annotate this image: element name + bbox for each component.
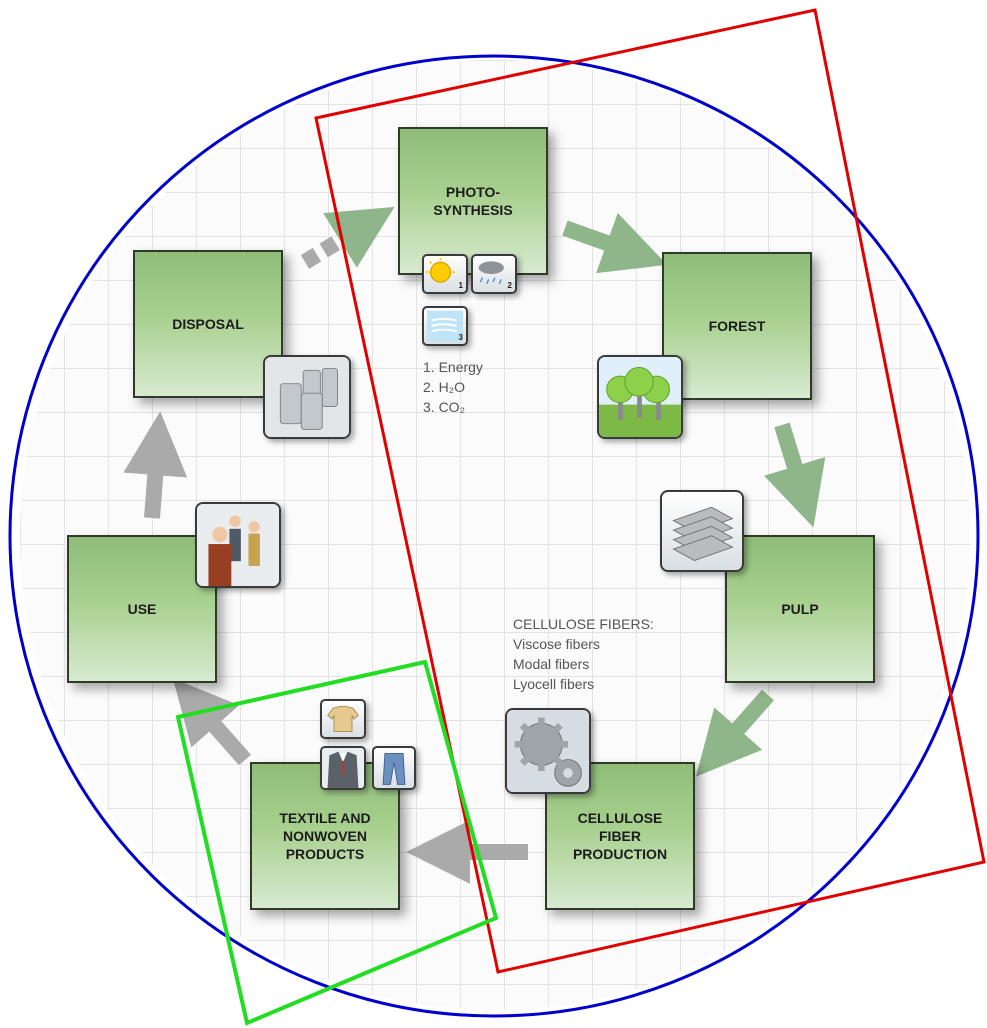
fiber-item-modal: Modal fibers — [513, 656, 590, 672]
input-badge-2: 2 — [507, 281, 512, 290]
jeans-icon — [372, 746, 416, 790]
arrow-forest-to-pulp — [764, 422, 826, 528]
bins-icon — [263, 355, 351, 439]
use-label: USE — [127, 601, 157, 617]
textile-and-nonwoven-products-label: TEXTILE AND NONWOVEN PRODUCTS — [279, 810, 371, 862]
disposal-label: DISPOSAL — [172, 316, 244, 332]
forest-box: FOREST — [662, 252, 812, 400]
arrow-use-to-disposal — [123, 411, 188, 519]
arrow-disposal-to-photosynthesis — [300, 206, 395, 269]
disposal-box: DISPOSAL — [133, 250, 283, 398]
pulp-label: PULP — [781, 601, 819, 617]
pulp-box: PULP — [725, 535, 875, 683]
inputs-list: 1. Energy 2. H₂O 3. CO₂ — [423, 357, 483, 417]
input-item-h2o: 2. H₂O — [423, 379, 465, 395]
air-icon: 3 — [422, 306, 468, 346]
people-icon — [195, 502, 281, 588]
cellulose-fiber-production-label: CELLULOSE FIBER PRODUCTION — [572, 810, 668, 862]
arrow-photosynthesis-to-forest — [562, 212, 668, 274]
cellulose-fibers-title: CELLULOSE FIBERS: — [513, 616, 654, 632]
fiber-item-lyocell: Lyocell fibers — [513, 676, 595, 692]
photosynthesis-label: PHOTO- SYNTHESIS — [433, 184, 513, 218]
pulp-sheets-icon — [660, 490, 744, 572]
cellulose-fibers-list: CELLULOSE FIBERS: Viscose fibers Modal f… — [513, 614, 654, 694]
gears-icon — [505, 708, 591, 794]
forest-label: FOREST — [708, 318, 766, 334]
rain-icon: 2 — [471, 254, 517, 294]
arrow-textile-to-use — [172, 678, 251, 766]
fiber-item-viscose: Viscose fibers — [513, 636, 600, 652]
photosynthesis-box: PHOTO- SYNTHESIS — [398, 127, 548, 275]
trees-icon — [597, 355, 683, 439]
suit-icon — [320, 746, 366, 790]
input-item-co2: 3. CO₂ — [423, 399, 465, 415]
input-badge-3: 3 — [458, 333, 463, 342]
sweater-icon — [320, 699, 366, 739]
input-item-energy: 1. Energy — [423, 359, 483, 375]
sun-icon: 1 — [422, 254, 468, 294]
arrow-pulp-to-production — [695, 689, 774, 777]
input-badge-1: 1 — [458, 281, 463, 290]
